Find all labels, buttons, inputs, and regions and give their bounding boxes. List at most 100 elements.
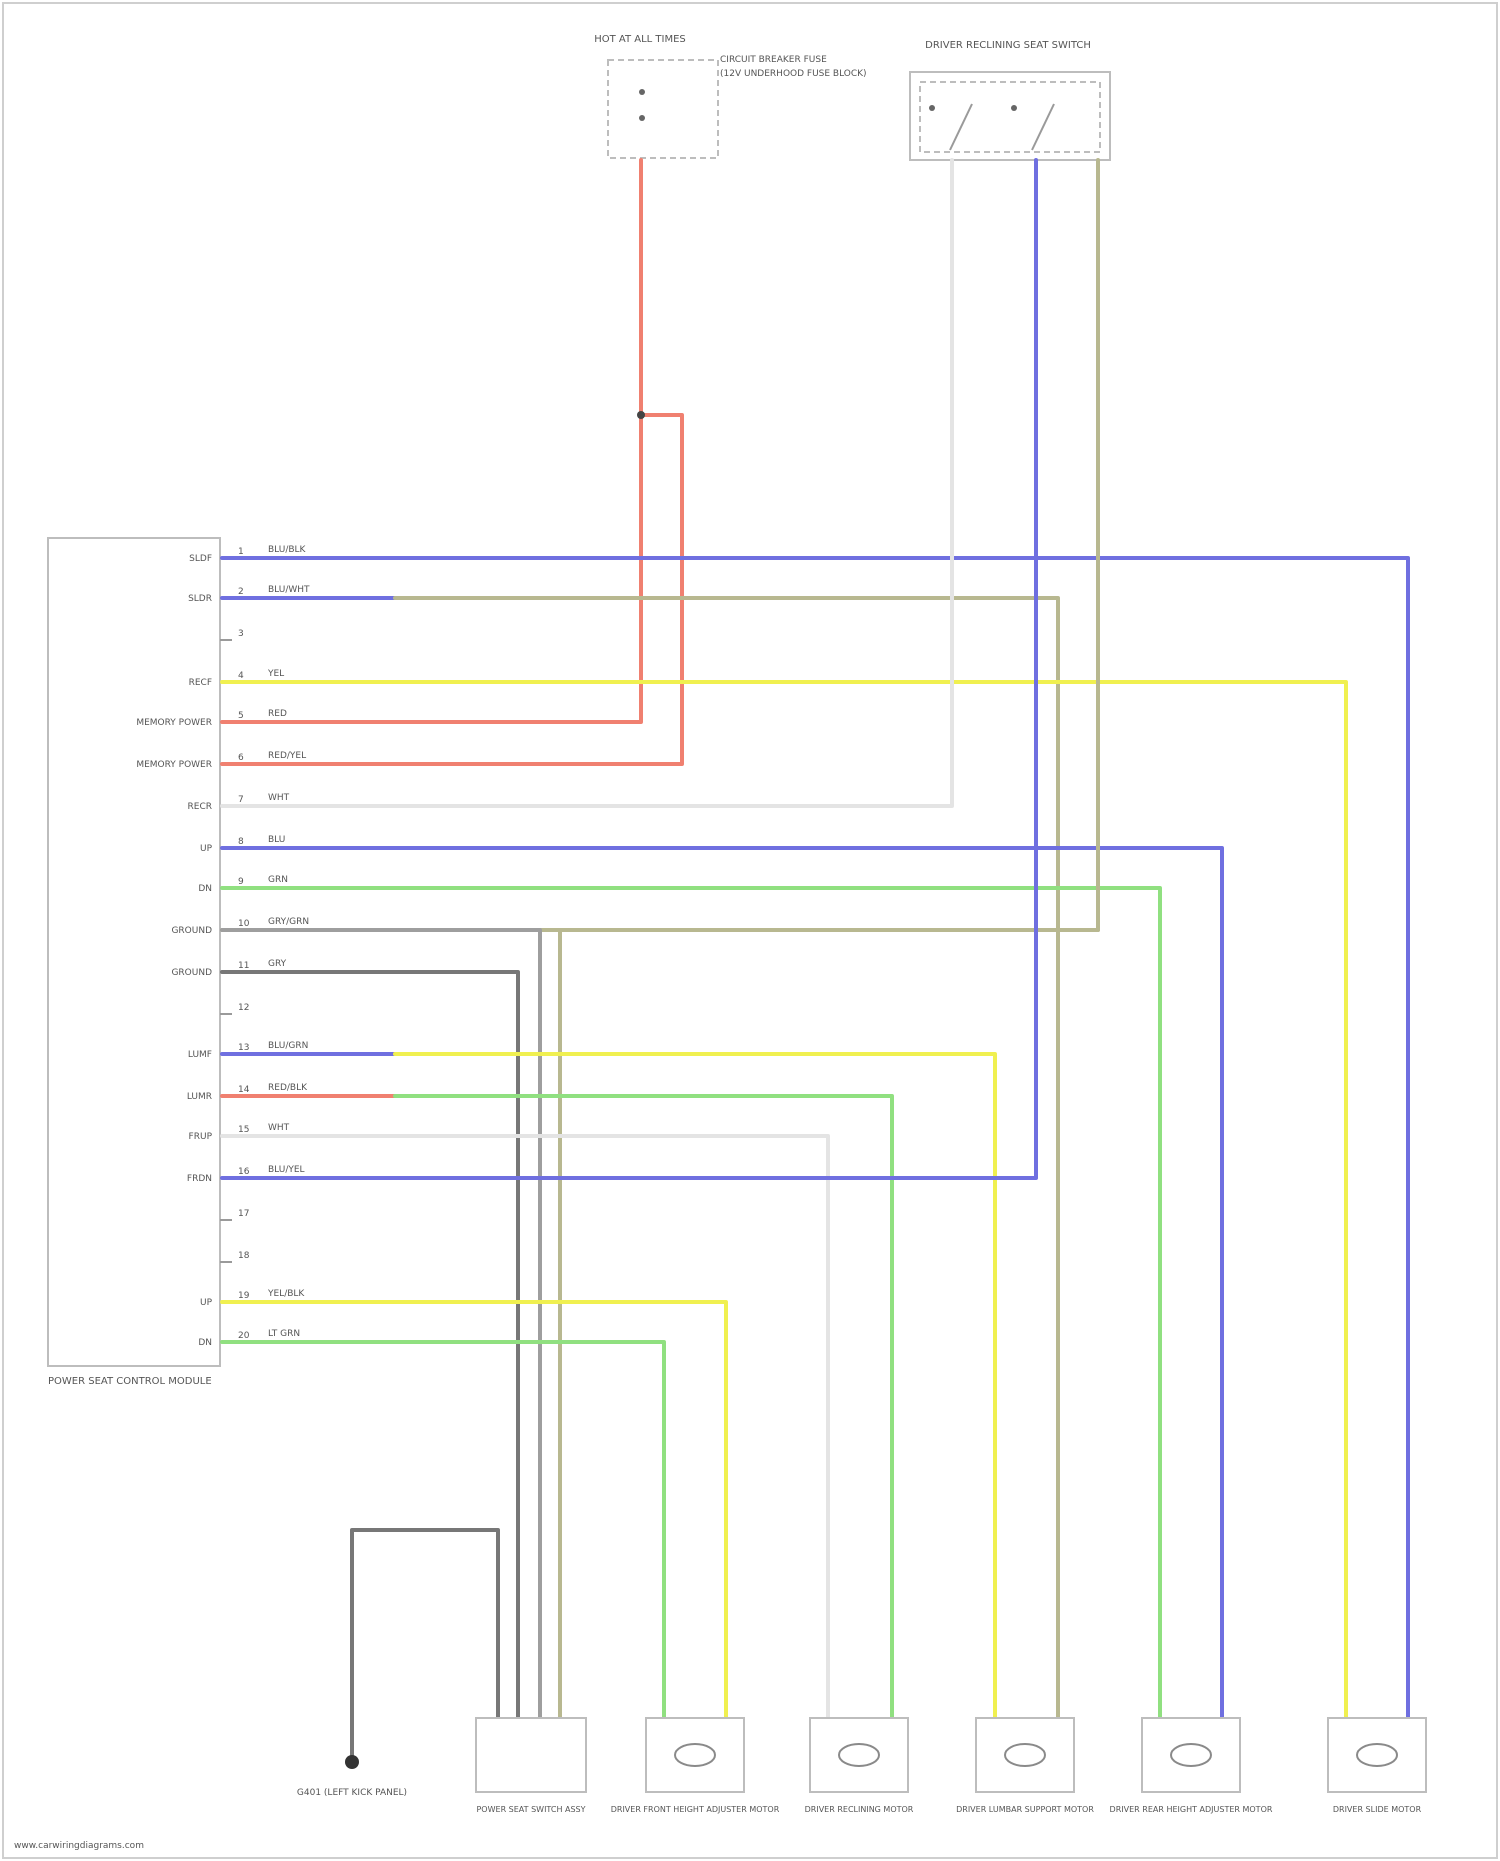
pin-function: UP bbox=[200, 1298, 213, 1308]
pin-wire-color: YEL/BLK bbox=[267, 1289, 305, 1299]
wire bbox=[395, 1096, 892, 1722]
pin-wire-color: BLU/GRN bbox=[268, 1041, 308, 1051]
pin-number: 4 bbox=[238, 671, 244, 681]
pin-wire-color: RED/YEL bbox=[268, 751, 306, 761]
module-box bbox=[48, 538, 220, 1366]
motor-box bbox=[1142, 1718, 1240, 1792]
wire bbox=[222, 1302, 726, 1722]
pin-function: SLDF bbox=[189, 554, 212, 564]
pin-number: 12 bbox=[238, 1003, 249, 1013]
fuse-block: HOT AT ALL TIMES CIRCUIT BREAKER FUSE (1… bbox=[594, 34, 866, 158]
component-label: DRIVER REAR HEIGHT ADJUSTER MOTOR bbox=[1110, 1805, 1273, 1814]
wire bbox=[222, 1136, 828, 1722]
pin-wire-color: RED/BLK bbox=[268, 1083, 308, 1093]
pin-number: 10 bbox=[238, 919, 250, 929]
pin-function: FRDN bbox=[187, 1174, 212, 1184]
pin-number: 5 bbox=[238, 711, 244, 721]
pin-function: DN bbox=[198, 1338, 212, 1348]
wires bbox=[222, 160, 1408, 1755]
wire bbox=[222, 160, 1098, 930]
pin-function: SLDR bbox=[188, 594, 212, 604]
fuse-label: CIRCUIT BREAKER FUSE bbox=[720, 55, 827, 65]
pin-wire-color: GRN bbox=[268, 875, 288, 885]
wire bbox=[222, 972, 518, 1740]
wire bbox=[222, 160, 641, 722]
pin-number: 14 bbox=[238, 1085, 250, 1095]
pin-number: 11 bbox=[238, 961, 249, 971]
pin-wire-color: YEL bbox=[267, 669, 284, 679]
pin-function: LUMF bbox=[188, 1050, 212, 1060]
pin-function: DN bbox=[198, 884, 212, 894]
pin-function: GROUND bbox=[171, 968, 212, 978]
pin-wire-color: BLU/YEL bbox=[268, 1165, 305, 1175]
component-label: DRIVER LUMBAR SUPPORT MOTOR bbox=[956, 1805, 1094, 1814]
pin-wire-color: RED bbox=[268, 709, 287, 719]
pin-wire-color: BLU/BLK bbox=[268, 545, 307, 555]
wire bbox=[222, 160, 1036, 1178]
component-label: DRIVER SLIDE MOTOR bbox=[1333, 1805, 1422, 1814]
fuse-terminal bbox=[639, 115, 645, 121]
pin-function: UP bbox=[200, 844, 213, 854]
pin-function: MEMORY POWER bbox=[136, 760, 212, 770]
motor-box bbox=[1328, 1718, 1426, 1792]
pin-function: RECR bbox=[188, 802, 212, 812]
pin-wire-color: BLU/WHT bbox=[268, 585, 310, 595]
switch-contact bbox=[929, 105, 935, 111]
switch-contact bbox=[1011, 105, 1017, 111]
wire bbox=[222, 160, 952, 806]
pin-number: 7 bbox=[238, 795, 244, 805]
fuse-box bbox=[608, 60, 718, 158]
footer: www.carwiringdiagrams.com bbox=[14, 1841, 144, 1851]
pin-number: 20 bbox=[238, 1331, 250, 1341]
pin-function: RECF bbox=[189, 678, 212, 688]
component-label: DRIVER RECLINING MOTOR bbox=[805, 1805, 914, 1814]
component-label: POWER SEAT SWITCH ASSY bbox=[476, 1805, 585, 1814]
pin-number: 8 bbox=[238, 837, 244, 847]
pin-function: GROUND bbox=[171, 926, 212, 936]
pin-number: 1 bbox=[238, 547, 244, 557]
motor-box bbox=[810, 1718, 908, 1792]
pin-wire-color: LT GRN bbox=[268, 1329, 300, 1339]
pin-function: MEMORY POWER bbox=[136, 718, 212, 728]
wire bbox=[222, 558, 1408, 1722]
component-label: DRIVER FRONT HEIGHT ADJUSTER MOTOR bbox=[611, 1805, 780, 1814]
splice-dot bbox=[637, 411, 645, 419]
pin-number: 19 bbox=[238, 1291, 250, 1301]
pin-number: 2 bbox=[238, 587, 244, 597]
switch-label: DRIVER RECLINING SEAT SWITCH bbox=[925, 40, 1091, 51]
pin-number: 6 bbox=[238, 753, 244, 763]
switch-box bbox=[910, 72, 1110, 160]
ground: G401 (LEFT KICK PANEL) bbox=[297, 1755, 407, 1798]
components: POWER SEAT SWITCH ASSY DRIVER FRONT HEIGH… bbox=[476, 1718, 1426, 1814]
pin-number: 13 bbox=[238, 1043, 249, 1053]
pin-function: LUMR bbox=[187, 1092, 212, 1102]
pin-wire-color: BLU bbox=[268, 835, 285, 845]
motor-box bbox=[976, 1718, 1074, 1792]
pin-number: 17 bbox=[238, 1209, 249, 1219]
ground-icon bbox=[345, 1755, 359, 1769]
wire bbox=[222, 888, 1160, 1722]
header-label: HOT AT ALL TIMES bbox=[594, 34, 686, 45]
ground-label: G401 (LEFT KICK PANEL) bbox=[297, 1788, 407, 1798]
wire bbox=[222, 682, 1346, 1722]
wire bbox=[222, 848, 1222, 1722]
pin-wire-color: GRY bbox=[268, 959, 287, 969]
pin-function: FRUP bbox=[189, 1132, 213, 1142]
pin-number: 15 bbox=[238, 1125, 249, 1135]
motor-box bbox=[646, 1718, 744, 1792]
pin-number: 16 bbox=[238, 1167, 250, 1177]
pin-wire-color: WHT bbox=[268, 1123, 290, 1133]
fuse-terminal bbox=[639, 89, 645, 95]
module-label: POWER SEAT CONTROL MODULE bbox=[48, 1376, 212, 1387]
wire bbox=[395, 1054, 995, 1722]
pin-wire-color: WHT bbox=[268, 793, 290, 803]
reclining-switch: DRIVER RECLINING SEAT SWITCH bbox=[910, 40, 1110, 160]
pin-number: 9 bbox=[238, 877, 244, 887]
fuse-note: (12V UNDERHOOD FUSE BLOCK) bbox=[720, 69, 867, 79]
pin-wire-color: GRY/GRN bbox=[268, 917, 309, 927]
pin-number: 3 bbox=[238, 629, 244, 639]
switch-assembly-box bbox=[476, 1718, 586, 1792]
pin-number: 18 bbox=[238, 1251, 250, 1261]
